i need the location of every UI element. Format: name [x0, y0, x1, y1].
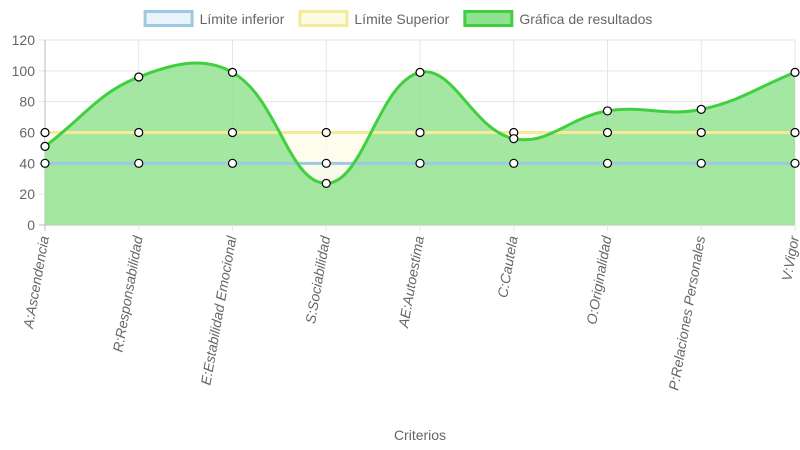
lower-limit-point-5[interactable]	[509, 158, 519, 168]
results-point-8[interactable]	[790, 67, 800, 77]
legend-swatch-upper-limit[interactable]	[298, 10, 349, 27]
lower-limit-point-0[interactable]	[40, 158, 50, 168]
legend: Límite inferior Límite Superior Gráfica de…	[143, 10, 652, 27]
x-tick-label-5-c-cautela: C:Cautela	[494, 235, 521, 299]
y-tick-label-120: 120	[12, 32, 36, 48]
results-area	[45, 62, 795, 225]
results-point-3[interactable]	[321, 178, 331, 188]
lower-limit-point-7[interactable]	[696, 158, 706, 168]
results-point-6[interactable]	[602, 106, 613, 116]
x-tick-label-3-s-sociabilidad: S:Sociabilidad	[302, 234, 333, 325]
y-tick-label-20: 20	[19, 186, 35, 202]
legend-label-results[interactable]: Gráfica de resultados	[519, 11, 652, 27]
lower-limit-point-1[interactable]	[134, 158, 144, 168]
x-tick-label-8-v-vigor: V:Vigor	[778, 233, 800, 282]
legend-swatch-lower-limit[interactable]	[143, 10, 194, 27]
results-point-0[interactable]	[40, 141, 50, 151]
upper-limit-point-7[interactable]	[696, 127, 706, 138]
y-tick-label-0: 0	[27, 217, 35, 233]
x-axis-ticks: A:Ascendencia R:Responsabilidad E:Estabili…	[20, 233, 800, 391]
y-tick-label-80: 80	[19, 94, 35, 110]
legend-label-lower-limit[interactable]: Límite inferior	[200, 11, 285, 27]
x-tick-label-4-ae-autoestima: AE:Autoestima	[395, 235, 427, 330]
lower-limit-point-4[interactable]	[415, 158, 425, 168]
x-tick-label-2-e-estabilidad-emocional: E:Estabilidad Emocional	[197, 234, 239, 386]
results-point-2[interactable]	[227, 67, 238, 77]
legend-label-upper-limit[interactable]: Límite Superior	[354, 11, 449, 27]
upper-limit-point-6[interactable]	[602, 127, 613, 138]
upper-limit-point-4[interactable]	[415, 127, 425, 138]
y-tick-label-60: 60	[19, 125, 35, 141]
lower-limit-point-2[interactable]	[227, 158, 238, 168]
results-point-4[interactable]	[415, 67, 425, 77]
x-tick-label-1-r-responsabilidad: R:Responsabilidad	[110, 234, 146, 354]
data-points	[40, 67, 800, 188]
upper-limit-point-8[interactable]	[790, 127, 800, 138]
x-tick-label-6-o-originalidad: O:Originalidad	[583, 234, 615, 326]
x-tick-label-7-p-relaciones-personales: P:Relaciones Personales	[665, 235, 708, 392]
upper-limit-point-0[interactable]	[40, 127, 50, 138]
lower-limit-point-6[interactable]	[602, 158, 613, 168]
upper-limit-point-3[interactable]	[321, 127, 331, 138]
results-point-7[interactable]	[696, 104, 706, 114]
x-tick-label-0-a-ascendencia: A:Ascendencia	[20, 235, 52, 331]
upper-limit-point-2[interactable]	[227, 127, 238, 138]
results-line	[44, 61, 796, 185]
x-axis-title: Criterios	[394, 427, 446, 443]
results-point-5[interactable]	[509, 134, 519, 144]
y-axis-ticks: 0 20 40 60 80 100 120	[12, 32, 36, 233]
results-point-1[interactable]	[134, 72, 144, 82]
upper-limit-point-1[interactable]	[134, 127, 144, 138]
y-tick-label-100: 100	[12, 63, 36, 79]
legend-swatch-results[interactable]	[463, 10, 514, 27]
y-tick-label-40: 40	[19, 155, 35, 171]
series-areas	[45, 62, 795, 225]
lower-limit-point-3[interactable]	[321, 158, 331, 168]
lower-limit-point-8[interactable]	[790, 158, 800, 168]
